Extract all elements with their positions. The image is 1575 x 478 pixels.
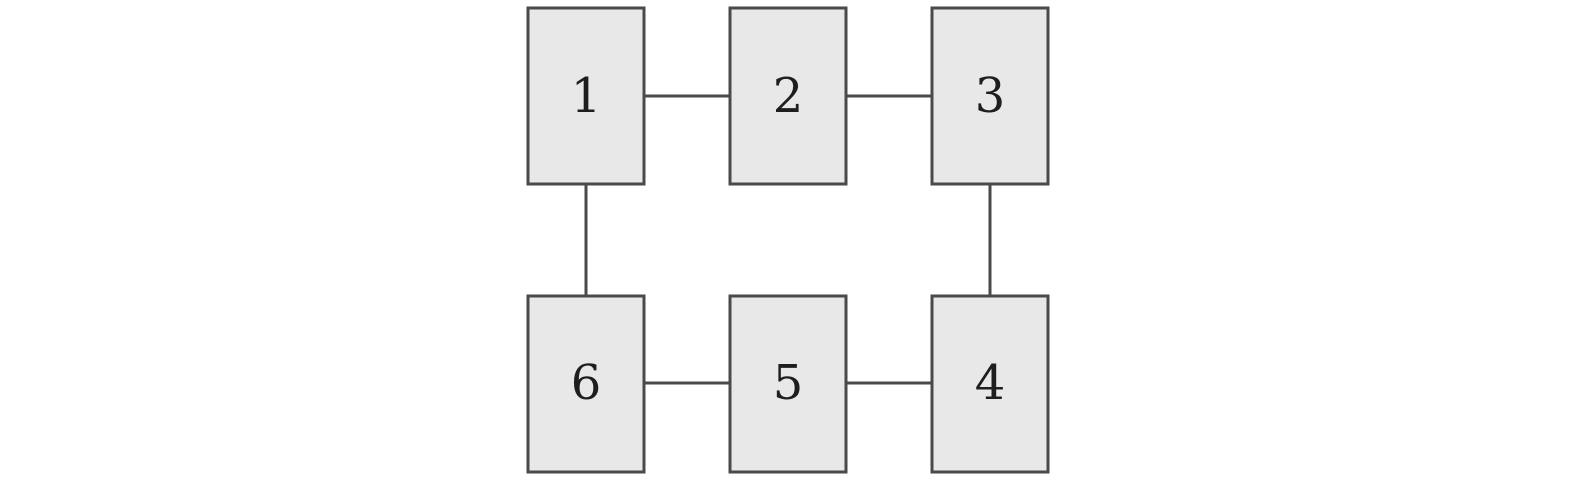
node-1[interactable]: 1 xyxy=(526,6,646,186)
node-6-label: 6 xyxy=(571,355,602,411)
node-1-box xyxy=(526,6,646,186)
node-6[interactable]: 6 xyxy=(526,294,646,474)
node-1-label: 1 xyxy=(571,68,602,124)
node-5-box xyxy=(728,294,848,474)
node-3[interactable]: 3 xyxy=(930,6,1050,186)
node-5[interactable]: 5 xyxy=(728,294,848,474)
node-4-label: 4 xyxy=(975,355,1006,411)
node-4-box xyxy=(930,294,1050,474)
node-3-box xyxy=(930,6,1050,186)
node-5-label: 5 xyxy=(773,355,804,411)
node-6-box xyxy=(526,294,646,474)
node-2-box xyxy=(728,6,848,186)
node-2-label: 2 xyxy=(773,68,804,124)
node-2[interactable]: 2 xyxy=(728,6,848,186)
node-3-label: 3 xyxy=(975,68,1006,124)
node-4[interactable]: 4 xyxy=(930,294,1050,474)
